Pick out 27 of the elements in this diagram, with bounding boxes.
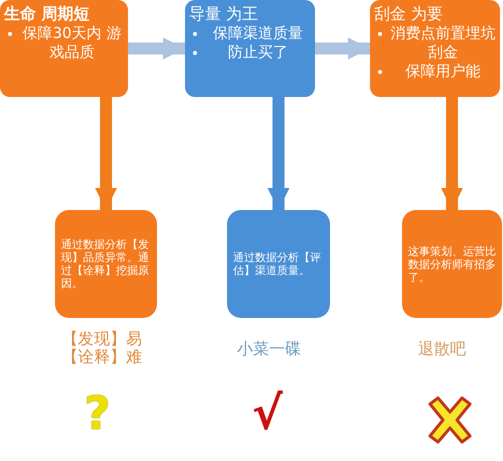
arrow — [268, 97, 290, 210]
arrow — [315, 38, 370, 60]
stage-heading: 生命 周期短 — [4, 4, 91, 24]
question-mark: ? — [84, 390, 112, 436]
note-text: 通过数据分析【评估】渠道质量。 — [233, 251, 322, 277]
arrow — [441, 97, 463, 210]
bullet-item: 保障渠道质量 — [213, 24, 303, 42]
note-box — [402, 210, 502, 318]
bullet-item: 消费点前置埋坑刮金 — [390, 24, 496, 61]
stage-box — [370, 0, 500, 97]
verdict-text: 【发现】易【诠释】难 — [62, 330, 143, 366]
stage-box — [0, 0, 128, 97]
arrow — [128, 38, 185, 60]
note-text: 通过数据分析【发现】品质异常。通过【诠释】挖掘原因。 — [61, 238, 150, 290]
bullet-item: 保障30天内 游戏品质 — [22, 24, 122, 61]
stage-heading: 刮金 为要 — [374, 4, 444, 24]
verdict-text: 退散吧 — [418, 340, 467, 358]
stage-box — [185, 0, 315, 97]
bullet-item: 防止买了 — [228, 43, 288, 61]
note-box — [55, 210, 157, 318]
note-box — [227, 210, 330, 318]
check-mark: √ — [252, 390, 284, 436]
verdict-text: 小菜一碟 — [237, 340, 302, 358]
arrow — [95, 97, 117, 210]
stage-heading: 导量 为王 — [189, 4, 260, 24]
note-text: 这事策划、运营比数据分析师有招多了。 — [408, 244, 496, 284]
bullet-item: 保障用户能 — [406, 62, 480, 80]
